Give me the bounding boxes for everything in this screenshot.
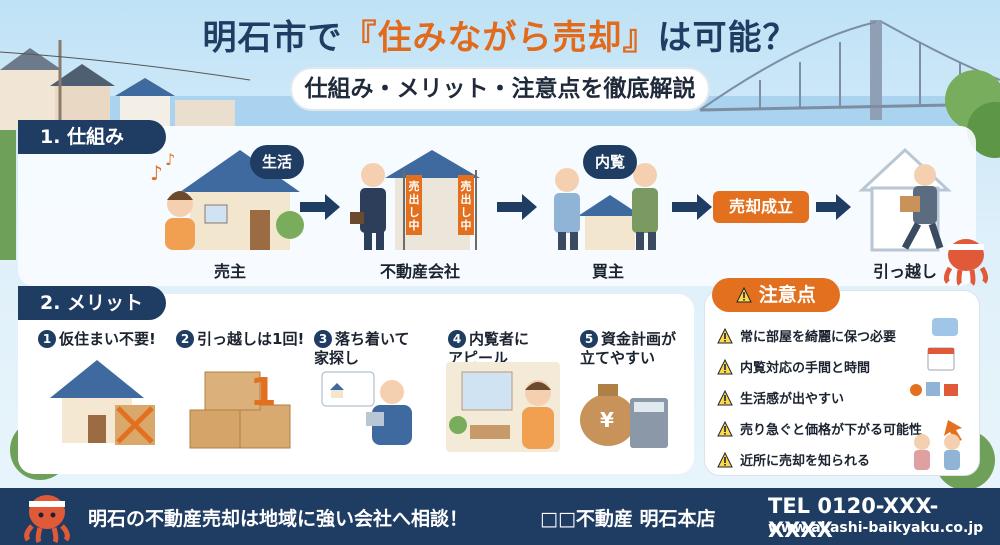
warning-icon xyxy=(717,358,733,374)
caution-text: 常に部屋を綺麗に保つ必要 xyxy=(740,330,897,345)
caution-text: 売り急ぐと価格が下がる可能性 xyxy=(740,423,923,438)
svg-text:♪: ♪ xyxy=(165,150,175,169)
merit-5-text-2: 立てやすい xyxy=(580,349,656,367)
warning-icon xyxy=(717,451,733,467)
step-moving-label: 引っ越し xyxy=(872,262,937,281)
house-hunting-illustration xyxy=(321,371,412,445)
financial-plan-illustration xyxy=(580,384,668,448)
step-agency-label: 不動産会社 xyxy=(379,262,460,281)
title-post: は可能？ xyxy=(657,18,798,58)
merit-3-text-2: 家探し xyxy=(314,349,360,367)
step-buyer-label: 買主 xyxy=(591,262,624,281)
moving-boxes-illustration xyxy=(189,371,291,449)
agent-person-illustration xyxy=(350,163,386,250)
caution-item: 近所に売却を知られる xyxy=(716,444,944,475)
no-temp-housing-illustration xyxy=(50,360,155,445)
merit-4-text-1: 内覧者に xyxy=(469,330,530,348)
svg-text:♪: ♪ xyxy=(150,161,163,185)
caution-text: 生活感が出やすい xyxy=(740,392,845,407)
caution-text: 近所に売却を知られる xyxy=(740,454,871,469)
caution-item: 売り急ぐと価格が下がる可能性 xyxy=(716,413,944,444)
section-1-label: 1. 仕組み xyxy=(18,120,166,154)
seller-house-illustration: ♪ ♪ xyxy=(150,150,304,250)
warning-icon xyxy=(717,420,733,436)
merit-3-number: 3 xyxy=(314,330,332,348)
footer-phone[interactable]: TEL 0120-XXX-XXXX xyxy=(768,494,939,542)
merit-1-text: 仮住まい不要! xyxy=(59,330,156,348)
footer-message: 明石の不動産売却は地域に強い会社へ相談！ xyxy=(88,508,469,530)
warning-icon xyxy=(736,280,752,303)
cautions-label: 注意点 xyxy=(758,284,816,306)
cautions-heading: 注意点 xyxy=(712,278,840,312)
merit-5-number: 5 xyxy=(580,330,598,348)
toys-clutter-icon xyxy=(910,382,958,396)
merit-2-text: 引っ越しは1回! xyxy=(197,330,305,348)
caution-text: 内覧対応の手間と時間 xyxy=(740,361,871,376)
warning-icon xyxy=(717,327,733,343)
banner-left: 売出し中 xyxy=(408,180,420,232)
calendar-icon xyxy=(927,347,955,371)
octopus-mascot-icon xyxy=(24,495,70,544)
cautions-list: 常に部屋を綺麗に保つ必要 内覧対応の手間と時間 生活感が出やすい 売り急ぐと価格… xyxy=(716,320,944,475)
step-seller-label: 売主 xyxy=(213,262,246,281)
sale-complete-badge: 売却成立 xyxy=(713,191,809,223)
seller-person-illustration xyxy=(165,191,195,250)
footer-company: □□不動産 明石本店 xyxy=(540,508,716,530)
footer-bar: 明石の不動産売却は地域に強い会社へ相談！ □□不動産 明石本店 TEL 0120… xyxy=(0,488,1000,545)
title-highlight: 『住みながら売却』 xyxy=(342,18,658,58)
cleaning-sponge-icon xyxy=(932,318,958,336)
caution-item: 生活感が出やすい xyxy=(716,382,944,413)
bridge-illustration xyxy=(699,20,1000,120)
neighbors-gossip-icon xyxy=(914,434,960,470)
viewing-bubble: 内覧 xyxy=(583,145,637,179)
footer-url-link[interactable]: www.akashi-baikyaku.co.jp xyxy=(768,520,984,536)
warning-icon xyxy=(717,389,733,405)
section-2-label: 2. メリット xyxy=(18,286,166,320)
agency-house-illustration xyxy=(385,150,480,250)
living-bubble: 生活 xyxy=(250,145,304,179)
buyer-people-illustration xyxy=(554,163,658,250)
merit-5-text-1: 資金計画が xyxy=(601,330,677,348)
merit-4-number: 4 xyxy=(448,330,466,348)
appeal-to-viewers-illustration xyxy=(446,362,560,452)
merit-3-text-1: 落ち着いて xyxy=(335,330,410,348)
title-pre: 明石市で xyxy=(202,18,343,58)
merit-2-number: 2 xyxy=(176,330,194,348)
flow-arrows xyxy=(300,194,851,220)
buyer-house-illustration xyxy=(578,195,642,250)
page-title: 明石市で『住みながら売却』は可能？ xyxy=(0,10,1000,59)
octopus-mascot-illustration xyxy=(943,239,989,286)
caution-item: 内覧対応の手間と時間 xyxy=(716,351,944,382)
one-move-number: 1 xyxy=(250,370,277,414)
caution-item: 常に部屋を綺麗に保つ必要 xyxy=(716,320,944,351)
yen-symbol: ¥ xyxy=(600,408,614,432)
merit-1-number: 1 xyxy=(38,330,56,348)
subtitle: 仕組み・メリット・注意点を徹底解説 xyxy=(290,67,710,111)
banner-right: 売出し中 xyxy=(460,180,472,232)
moving-person-illustration xyxy=(900,164,944,250)
